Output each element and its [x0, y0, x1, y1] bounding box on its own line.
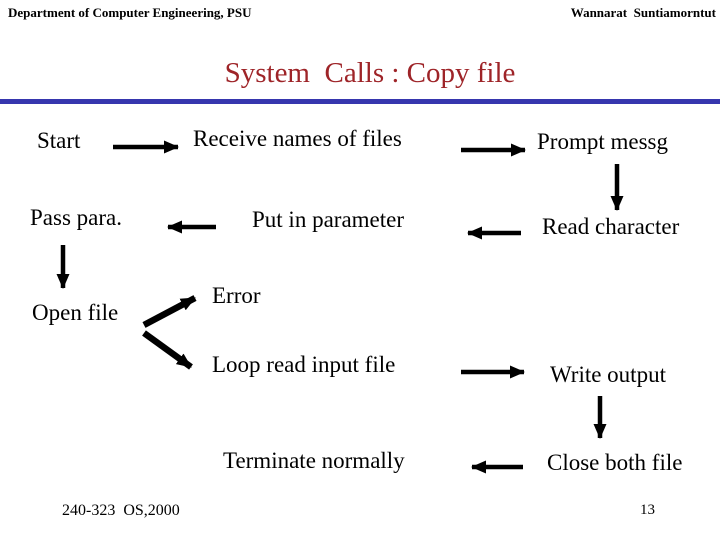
node-write-output: Write output — [550, 362, 666, 387]
title-divider-line — [0, 99, 720, 104]
footer-page-number: 13 — [640, 502, 655, 518]
node-loop-read-input: Loop read input file — [212, 352, 396, 377]
header-department: Department of Computer Engineering, PSU — [8, 5, 252, 20]
header-author: Wannarat Suntiamorntut — [570, 5, 716, 20]
node-close-both-files: Close both file — [547, 450, 683, 475]
node-prompt-message: Prompt messg — [537, 129, 668, 154]
node-receive-names: Receive names of files — [193, 126, 402, 151]
slide-title: System Calls : Copy file — [224, 57, 516, 89]
arrow-open-to-loop — [142, 330, 193, 370]
node-terminate-normally: Terminate normally — [223, 448, 405, 473]
node-put-in-parameter: Put in parameter — [252, 207, 405, 232]
node-open-file: Open file — [32, 300, 119, 325]
node-error: Error — [212, 283, 261, 308]
arrow-open-to-error — [142, 295, 197, 328]
footer-course-code: 240-323 OS,2000 — [62, 502, 180, 519]
node-pass-parameters: Pass para. — [30, 205, 122, 230]
node-start: Start — [37, 128, 81, 153]
node-read-character: Read character — [542, 214, 680, 239]
